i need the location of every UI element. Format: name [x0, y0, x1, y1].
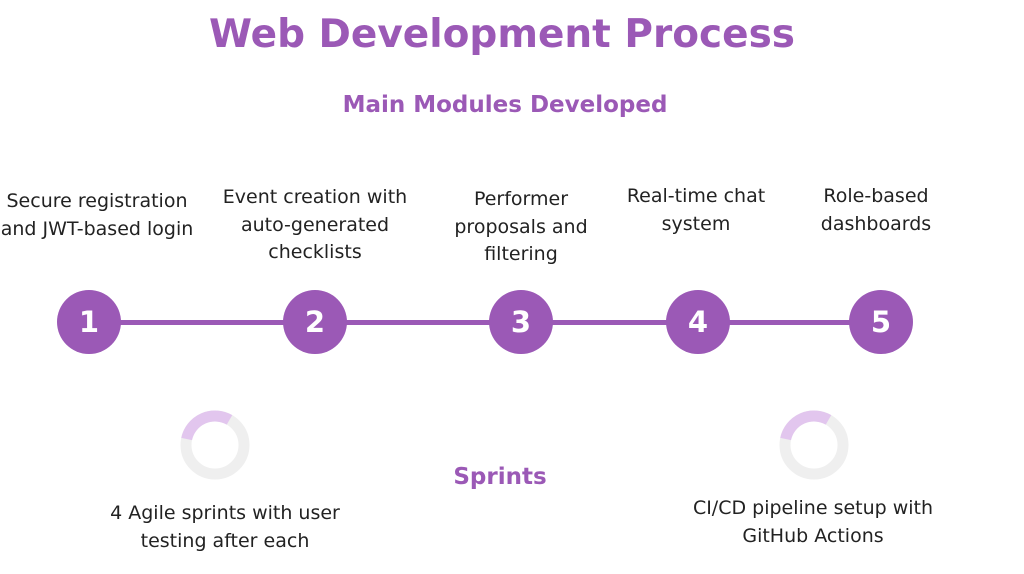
step-5-circle: 5 — [849, 290, 913, 354]
sprints-heading: Sprints — [453, 464, 547, 490]
step-2-number: 2 — [304, 305, 326, 339]
cicd-note: CI/CD pipeline setup with GitHub Actions — [692, 497, 934, 547]
step-5-number: 5 — [870, 305, 892, 339]
timeline-connector — [88, 320, 883, 325]
step-4-label: Real-time chat system — [626, 185, 766, 235]
sprints-progress-ring — [180, 410, 250, 480]
step-5-label: Role-based dashboards — [820, 185, 932, 235]
step-3-number: 3 — [510, 305, 532, 339]
step-2-circle: 2 — [283, 290, 347, 354]
ring-progress-arc — [780, 410, 832, 441]
section-subtitle: Main Modules Developed — [342, 92, 668, 118]
step-1-number: 1 — [78, 305, 100, 339]
ring-progress-arc — [181, 410, 233, 441]
step-3-circle: 3 — [489, 290, 553, 354]
step-1-circle: 1 — [57, 290, 121, 354]
step-3-label: Performer proposals and filtering — [454, 188, 588, 265]
page-title: Web Development Process — [208, 12, 796, 57]
step-4-number: 4 — [687, 305, 709, 339]
cicd-progress-ring — [779, 410, 849, 480]
step-4-circle: 4 — [666, 290, 730, 354]
step-2-label: Event creation with auto-generated check… — [222, 186, 408, 263]
step-1-label: Secure registration and JWT-based login — [0, 190, 194, 240]
sprints-note: 4 Agile sprints with user testing after … — [110, 502, 340, 552]
